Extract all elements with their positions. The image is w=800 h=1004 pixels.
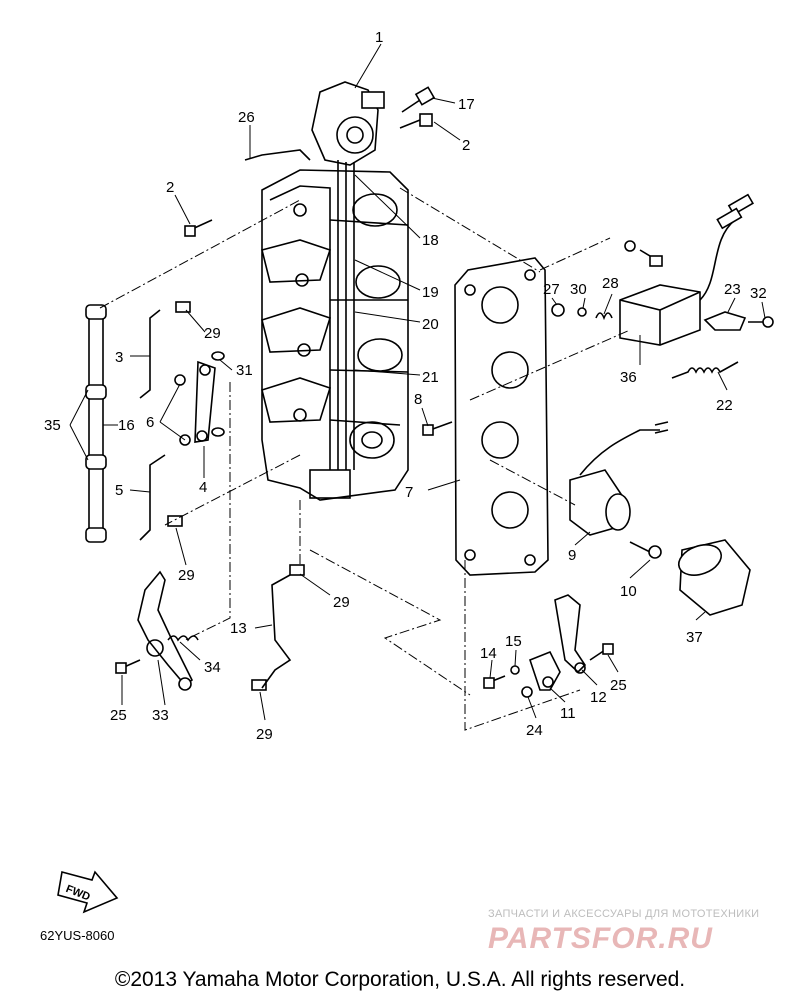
clip-29-c <box>289 564 305 576</box>
screw-25-left <box>115 659 141 674</box>
part-5-link <box>139 454 166 541</box>
part-11-arm <box>529 650 561 691</box>
leader-lines <box>69 43 766 721</box>
screw-2-top <box>399 113 433 129</box>
callout-25: 25 <box>610 677 627 694</box>
callout-35: 35 <box>44 417 61 434</box>
callout-labels: 1 2 2 3 4 5 6 7 8 9 10 11 12 13 14 15 16… <box>44 29 767 743</box>
callout-25: 25 <box>110 707 127 724</box>
callout-30: 30 <box>570 281 587 298</box>
callout-6: 6 <box>146 414 154 431</box>
screw-17 <box>401 86 436 113</box>
callout-2: 2 <box>462 137 470 154</box>
callout-28: 28 <box>602 275 619 292</box>
callout-29: 29 <box>178 567 195 584</box>
part-37-filter <box>677 539 751 616</box>
callout-33: 33 <box>152 707 169 724</box>
copyright-notice: ©2013 Yamaha Motor Corporation, U.S.A. A… <box>114 968 686 991</box>
exploded-parts-diagram: 1 2 2 3 4 5 6 7 8 9 10 11 12 13 14 15 16… <box>44 29 774 914</box>
carburetor-block <box>261 169 409 501</box>
washer-31-a <box>211 351 225 361</box>
part-23-bracket <box>703 311 747 331</box>
callout-2: 2 <box>166 179 174 196</box>
callout-3: 3 <box>115 349 123 366</box>
callout-7: 7 <box>405 484 413 501</box>
part-27-nut <box>551 303 565 317</box>
callout-4: 4 <box>199 479 207 496</box>
clip-29-b <box>167 515 183 527</box>
callout-14: 14 <box>480 645 497 662</box>
callout-8: 8 <box>414 391 422 408</box>
callout-29: 29 <box>256 726 273 743</box>
watermark-tagline: ЗАПЧАСТИ И АКСЕССУАРЫ ДЛЯ МОТОТЕХНИКИ <box>488 908 760 920</box>
part-12-lever <box>554 594 587 674</box>
part-3-link <box>139 309 161 399</box>
callout-10: 10 <box>620 583 637 600</box>
callout-13: 13 <box>230 620 247 637</box>
screw-32 <box>748 316 774 328</box>
callout-24: 24 <box>526 722 543 739</box>
part-9-solenoid <box>569 421 669 536</box>
callout-12: 12 <box>590 689 607 706</box>
callout-19: 19 <box>422 284 439 301</box>
part-33-lever <box>137 570 194 691</box>
callout-27: 27 <box>543 281 560 298</box>
callout-22: 22 <box>716 397 733 414</box>
screw-2-left <box>184 219 213 237</box>
callout-9: 9 <box>568 547 576 564</box>
clip-29-d <box>251 679 267 691</box>
callout-1: 1 <box>375 29 383 46</box>
callout-31: 31 <box>236 362 253 379</box>
callout-20: 20 <box>422 316 439 333</box>
callout-26: 26 <box>238 109 255 126</box>
throttle-position-sensor <box>311 81 385 470</box>
callout-11: 11 <box>560 705 576 722</box>
washer-31-b <box>211 427 225 437</box>
callout-16: 16 <box>118 417 135 434</box>
callout-29: 29 <box>204 325 221 342</box>
callout-21: 21 <box>422 369 439 386</box>
watermark-logo: PARTSFOR.RU <box>488 922 713 955</box>
assembly-lines <box>99 187 631 731</box>
part-35-16-rod <box>85 304 107 543</box>
diagram-code: 62YUS-8060 <box>40 928 115 943</box>
screw-10 <box>629 541 662 559</box>
callout-5: 5 <box>115 482 123 499</box>
washer-15 <box>510 665 520 675</box>
part-28-spring <box>595 312 613 321</box>
part-22-spring <box>671 361 739 379</box>
callout-18: 18 <box>422 232 439 249</box>
callout-37: 37 <box>686 629 703 646</box>
callout-29: 29 <box>333 594 350 611</box>
part-26-link-rod <box>244 149 311 161</box>
callout-23: 23 <box>724 281 741 298</box>
clip-29-a <box>175 301 191 313</box>
callout-34: 34 <box>204 659 221 676</box>
washer-24 <box>521 686 533 698</box>
callout-17: 17 <box>458 96 475 113</box>
callout-15: 15 <box>505 633 522 650</box>
callout-36: 36 <box>620 369 637 386</box>
part-30-washer <box>577 307 587 317</box>
part-4-6-lever <box>174 360 216 446</box>
bolt-upper-right <box>624 240 663 267</box>
part-7-gasket <box>454 257 549 576</box>
part-13-link-rod <box>261 574 292 689</box>
fwd-arrow: FWD <box>57 870 119 914</box>
part-36-module <box>619 193 754 346</box>
screw-25-right <box>589 643 614 661</box>
callout-32: 32 <box>750 285 767 302</box>
screw-14 <box>483 675 506 689</box>
